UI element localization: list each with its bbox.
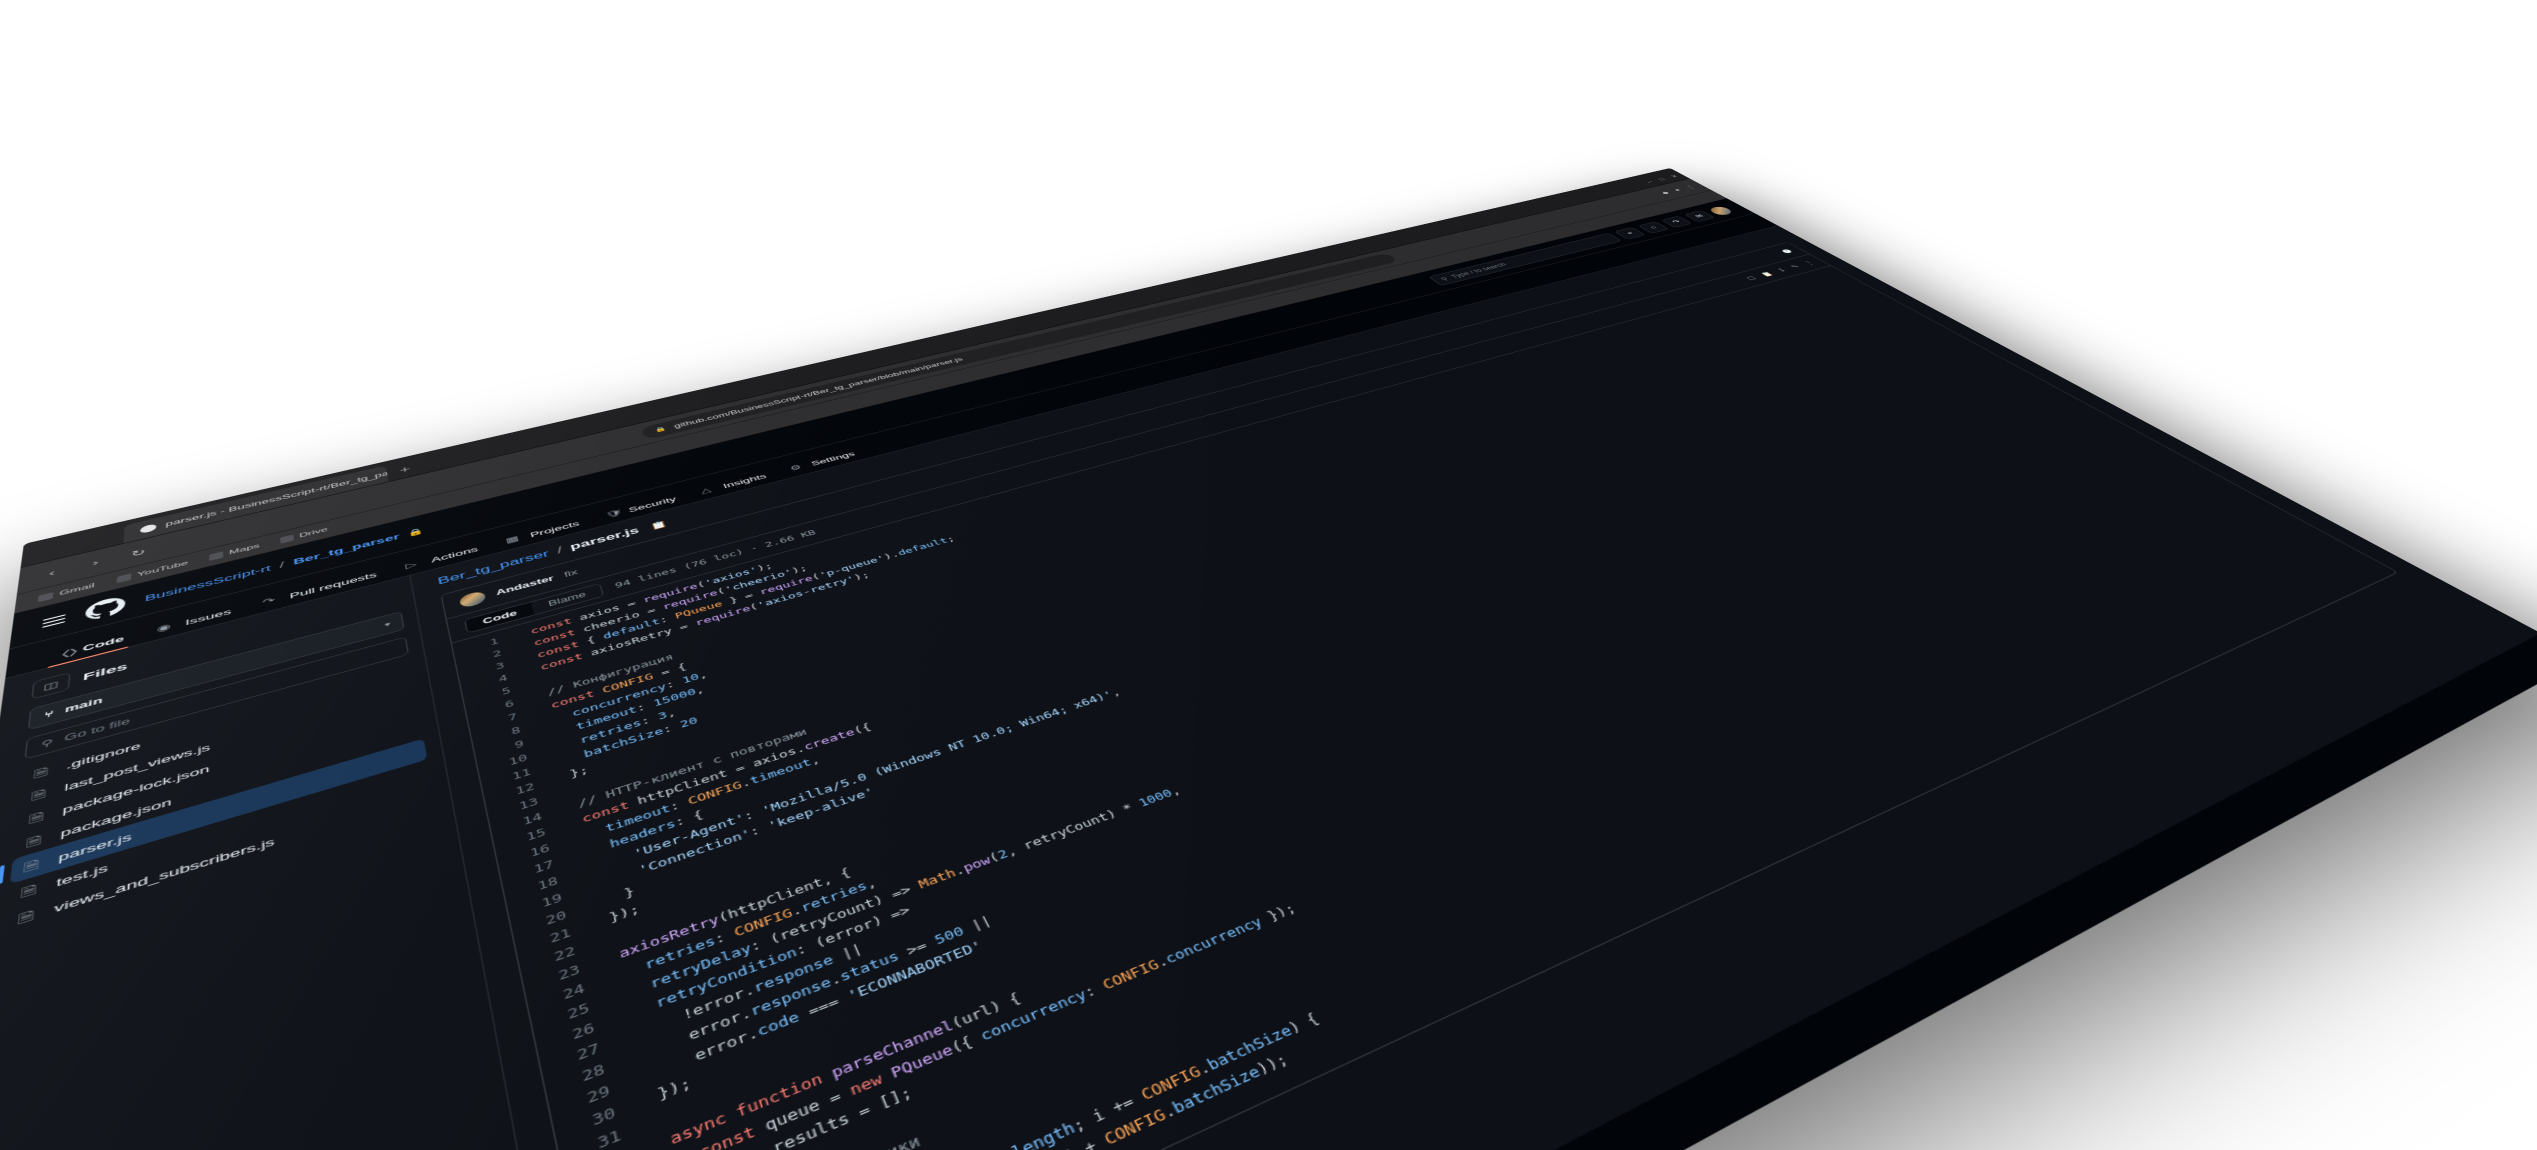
- history-icon: 🕐: [1780, 248, 1794, 254]
- github-logo-icon[interactable]: [84, 594, 126, 622]
- code-token: ({: [851, 721, 873, 737]
- code-token: };: [568, 764, 590, 780]
- chevron-down-icon: ▾: [383, 620, 391, 628]
- gear-icon: ⚙: [787, 462, 803, 473]
- profile-icon[interactable]: ●: [1671, 187, 1683, 193]
- bookmark-icon: [279, 534, 294, 544]
- copy-icon[interactable]: 📋: [649, 519, 669, 531]
- sidebar-expand-icon[interactable]: ◫: [30, 672, 70, 700]
- branch-name: main: [63, 695, 103, 715]
- browser-toolbar-right: ◆ ● ⋮: [1659, 184, 1697, 195]
- play-icon: ▷: [404, 559, 417, 571]
- maximize-button[interactable]: □: [1656, 177, 1667, 182]
- reload-button[interactable]: ↻: [130, 546, 146, 560]
- git-branch-icon: ⑂: [43, 708, 54, 721]
- create-new-button[interactable]: +: [1613, 226, 1646, 240]
- back-button[interactable]: ‹: [47, 567, 55, 579]
- shield-icon: 🛡: [603, 507, 624, 520]
- code-icon: 〈〉: [51, 644, 87, 663]
- copy-icon[interactable]: 📋: [1758, 271, 1775, 278]
- issues-icon[interactable]: ○: [1637, 221, 1669, 234]
- more-icon[interactable]: ⋮: [1801, 259, 1816, 266]
- commit-message[interactable]: fix: [562, 567, 579, 579]
- download-icon[interactable]: ↧: [1774, 267, 1788, 273]
- search-icon: ⚲: [1438, 275, 1450, 282]
- repo-body: ◫ Files ⑂ main ▾ ⚲ Go to file 🗎: [0, 226, 2537, 1150]
- repo-nav-label: Code: [81, 633, 124, 654]
- graph-icon: △: [698, 485, 712, 496]
- code-token: 20: [677, 715, 699, 730]
- file-icon: 🗎: [19, 882, 38, 901]
- table-icon: ▦: [504, 533, 520, 545]
- close-button[interactable]: ✕: [1668, 173, 1680, 179]
- file-icon: 🗎: [30, 787, 47, 803]
- bookmark-icon: [208, 551, 223, 561]
- github-page: BusinessScript-rt / Ber_tg_parser 🔒 ⚲ Ty…: [0, 198, 2537, 1150]
- raw-icon[interactable]: ☐: [1744, 275, 1758, 282]
- bookmark-label: Drive: [298, 526, 328, 539]
- extensions-icon[interactable]: ◆: [1658, 190, 1671, 195]
- lock-icon: 🔒: [406, 526, 425, 538]
- pencil-icon[interactable]: ✎: [1788, 263, 1802, 270]
- bookmark-icon: [115, 573, 131, 584]
- minimize-button[interactable]: –: [1644, 179, 1654, 185]
- code-token: :: [660, 720, 682, 736]
- breadcrumb-separator: /: [278, 559, 284, 570]
- file-icon: 🗎: [24, 833, 42, 850]
- bookmark-label: Maps: [228, 542, 260, 556]
- pull-requests-icon[interactable]: ↷: [1660, 215, 1692, 228]
- hamburger-icon[interactable]: [41, 613, 66, 628]
- git-pull-request-icon: ↷: [261, 595, 276, 607]
- issue-opened-icon: ◉: [156, 621, 171, 634]
- browser-window: parser.js - BusinessScript-rt/Ber_tg_par…: [0, 168, 2537, 1150]
- code-token: );: [851, 570, 871, 582]
- file-icon: 🗎: [22, 857, 40, 875]
- lock-icon: 🔒: [653, 425, 668, 434]
- search-icon: ⚲: [39, 736, 54, 750]
- bookmark-label: Gmail: [58, 581, 95, 597]
- file-icon: 🗎: [27, 809, 45, 826]
- avatar[interactable]: [458, 590, 487, 609]
- favicon-icon: [139, 523, 156, 534]
- commit-history-link[interactable]: 🕐: [1780, 248, 1794, 254]
- file-content-area: Ber_tg_parser / parser.js 📋 Andaster fix…: [410, 226, 2537, 1150]
- forward-button[interactable]: ›: [91, 557, 99, 569]
- file-icon: 🗎: [32, 765, 49, 781]
- bookmark-icon: [37, 591, 53, 603]
- menu-icon[interactable]: ⋮: [1682, 184, 1697, 190]
- sidebar-title: Files: [81, 660, 128, 683]
- file-icon: 🗎: [16, 908, 35, 927]
- breadcrumb-separator: /: [555, 545, 563, 556]
- github-header: BusinessScript-rt / Ber_tg_parser 🔒 ⚲ Ty…: [8, 198, 1755, 650]
